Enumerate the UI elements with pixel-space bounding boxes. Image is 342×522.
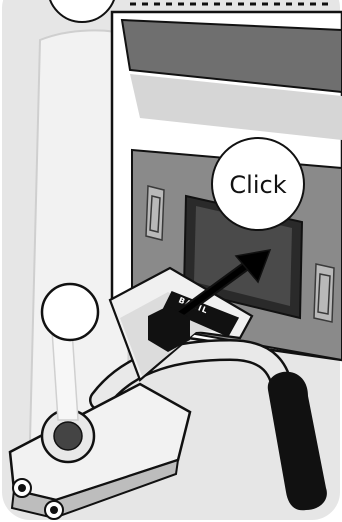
- click-callout-label: Click: [229, 171, 286, 199]
- lock-key-slot-left: [146, 186, 164, 240]
- lock-key-slot-right: [314, 264, 334, 322]
